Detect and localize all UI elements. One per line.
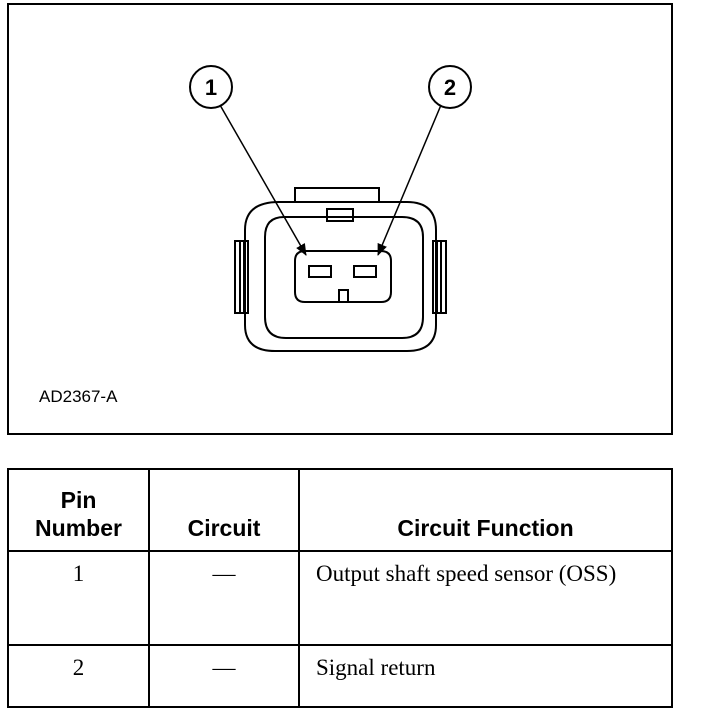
cell-pin: 1 [7,550,150,646]
connector-diagram: 1 2 [189,65,472,352]
callout-2-leader [377,104,442,256]
cell-function: Output shaft speed sensor (OSS) [298,550,673,646]
header-circuit-function: Circuit Function [298,468,673,552]
table-row: 2 — Signal return [7,644,673,708]
connector-housing [244,187,437,352]
callout-2-label: 2 [444,75,456,100]
terminal-cavity [294,250,392,303]
connector-side-clips [234,240,447,314]
connector-figure: 1 2 AD2367-A [7,3,673,435]
pin-1-terminal [308,265,332,278]
cell-pin: 2 [7,644,150,708]
table-header-row: Pin Number Circuit Circuit Function [7,468,673,552]
header-pin-number: Pin Number [7,468,150,552]
cell-circuit: — [148,550,300,646]
table-row: 1 — Output shaft speed sensor (OSS) [7,550,673,646]
cell-circuit: — [148,644,300,708]
figure-id-label: AD2367-A [39,387,118,406]
callout-1-leader [219,104,307,256]
callout-1-label: 1 [205,75,217,100]
center-key [338,289,349,303]
callout-2: 2 [428,65,472,109]
header-circuit: Circuit [148,468,300,552]
cell-function: Signal return [298,644,673,708]
pin-table: Pin Number Circuit Circuit Function 1 — … [7,468,673,708]
callout-1: 1 [189,65,233,109]
pin-2-terminal [353,265,377,278]
